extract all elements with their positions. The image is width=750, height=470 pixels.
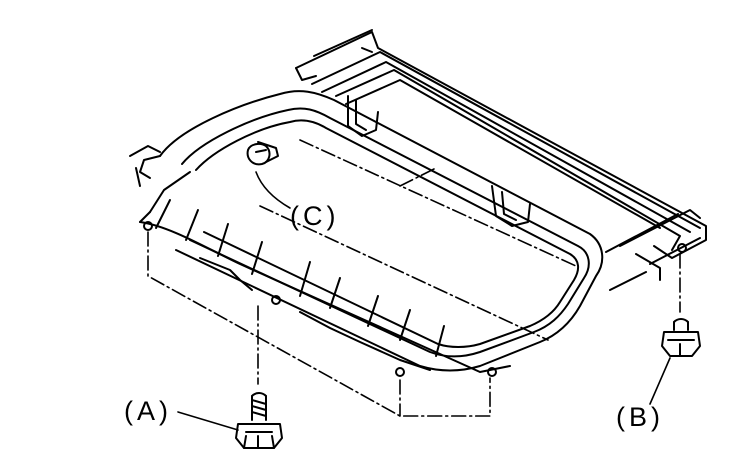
leader-lines — [177, 171, 671, 431]
bolt-a-icon — [235, 392, 283, 449]
sunroof-frame — [129, 90, 604, 372]
bolt-b-icon — [661, 318, 701, 357]
callout-b-label: (B) — [616, 402, 664, 432]
guide-rail-frame — [295, 29, 707, 291]
reference-lines — [147, 139, 681, 417]
clip-c-icon — [246, 141, 279, 166]
callout-c-label: (C) — [290, 201, 340, 231]
callout-a-label: (A) — [124, 396, 172, 426]
front-deflector — [139, 171, 687, 377]
bracket-tabs — [347, 95, 531, 227]
